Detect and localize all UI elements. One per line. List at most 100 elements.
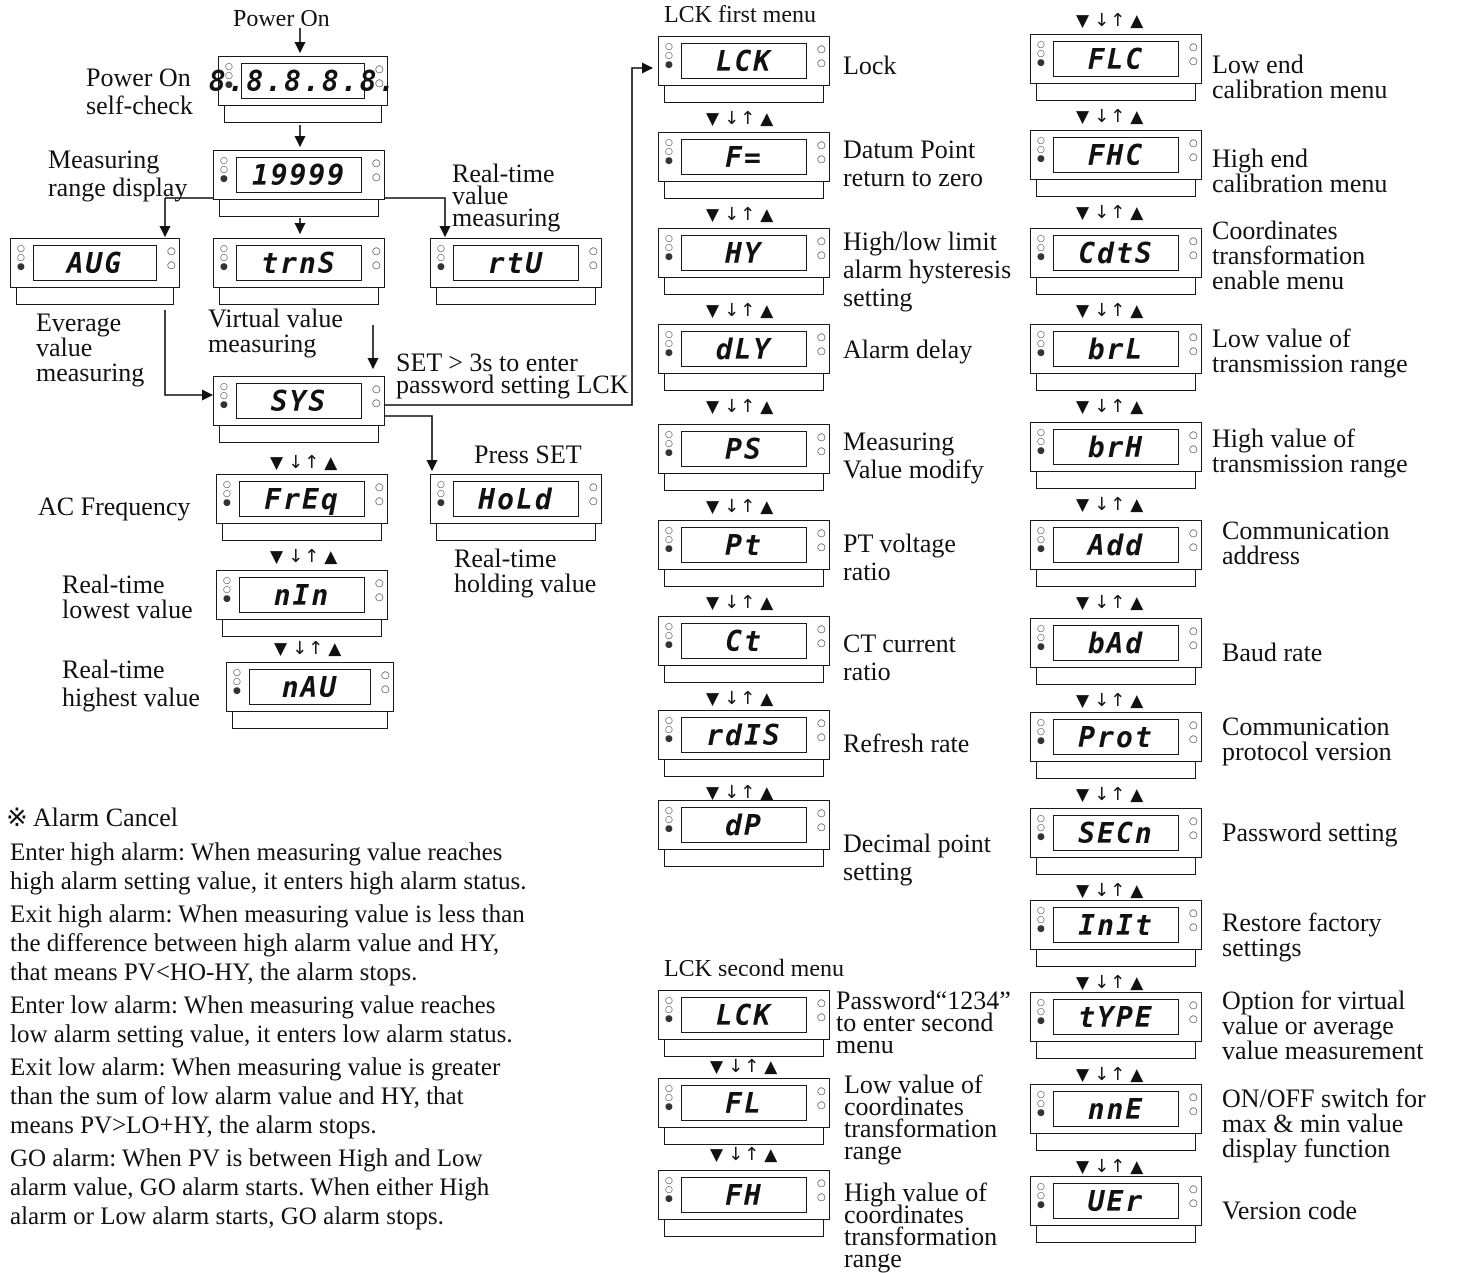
down-arrow-icon: ▼ [270,547,285,567]
menu-label-line: range [844,1244,902,1273]
display-bezel [664,850,824,867]
navigation-keys: ▼↓↑▲ [1076,972,1144,993]
down-arrow-icon: ▼ [1076,495,1091,515]
lcd-code: CdtS [1078,236,1154,270]
menu-label-line: to enter second [836,1008,994,1037]
display-unit: ○○● LCK ○○ [658,990,830,1058]
display-unit: ○○●bAd○○ [1030,618,1202,686]
alarm-note-paragraph: Enter high alarm: When measuring value r… [10,838,616,896]
lcd-code: trnS [261,246,337,280]
swap-arrow-icon: ↓↑ [1094,784,1127,805]
indicator-leds-left: ○○● [665,330,673,358]
indicator-leds-right: ○○ [817,998,826,1023]
navigation-keys: ▼↓↑▲ [1076,784,1144,805]
display-unit: ○○●rtU○○ [430,238,602,306]
display-bezel [16,288,174,305]
display-face: ○○●dP○○ [658,800,830,850]
swap-arrow-icon: ↓↑ [1094,494,1127,515]
lcd-code: nnE [1087,1092,1145,1126]
up-arrow-icon: ▲ [760,497,775,517]
menu-label-line: value measurement [1222,1036,1424,1065]
lcd-readout: Add [1053,527,1179,563]
menu-label-line: transformation [844,1114,998,1143]
menu-label-line: password setting LCK [396,370,629,399]
display-face: ○○●Prot○○ [1030,712,1202,762]
display-bezel [219,426,379,443]
menu-label: Baud rate [1222,640,1322,666]
swap-arrow-icon: ↓↑ [724,688,757,709]
lcd-code: nAU [281,670,339,704]
menu-label-line: Real-time [62,570,165,599]
lcd-readout: dP [681,807,807,843]
lcd-readout: nIn [239,577,365,613]
up-arrow-icon: ▲ [760,301,775,321]
indicator-leds-left: ○○● [665,996,673,1024]
display-face: ○○●AUG○○ [10,238,180,288]
display-unit: ○○●Ct○○ [658,616,830,684]
lcd-code: UEr [1087,1184,1145,1218]
display-face: ○○●nAU○○ [226,662,394,712]
display-face: ○○●brH○○ [1030,422,1202,472]
lcd-readout: LCK [681,997,807,1033]
down-arrow-icon: ▼ [706,689,721,709]
display-unit: ○○●FH○○ [658,1170,830,1238]
indicator-leds-right: ○○ [1189,1092,1198,1117]
menu-label-line: value [452,181,509,210]
swap-arrow-icon: ↓↑ [724,300,757,321]
display-bezel [232,712,388,729]
menu-label-line: range display [48,173,188,202]
indicator-leds-left: ○○● [220,244,228,272]
display-bezel [436,524,596,541]
indicator-leds-left: ○○● [1037,1090,1045,1118]
indicator-leds-left: ○○● [1037,136,1045,164]
display-bezel [664,1128,824,1145]
swap-arrow-icon: ↓↑ [724,496,757,517]
lcd-readout: HoLd [453,481,579,517]
lcd-readout: 8.8.8.8.8. [209,63,395,99]
down-arrow-icon: ▼ [706,783,721,803]
lcd-code: FHC [1087,138,1145,172]
menu-label-line: Real-time [454,544,557,573]
menu-label-line: ratio [843,657,891,686]
lcd-code: AUG [66,246,124,280]
display-unit: ○○●HY○○ [658,228,830,296]
up-arrow-icon: ▲ [1130,973,1145,993]
menu-label-line: Value modify [843,455,984,484]
navigation-keys: ▼↓↑▲ [1076,106,1144,127]
swap-arrow-icon: ↓↑ [1094,1156,1127,1177]
lcd-readout: UEr [1053,1183,1179,1219]
display-unit: ○○●UEr○○ [1030,1176,1202,1244]
lcd-readout: nAU [249,669,371,705]
indicator-leds-left: ○○● [1037,814,1045,842]
lcd-code: 8.8.8.8.8. [208,64,398,98]
swap-arrow-icon: ↓↑ [1094,300,1127,321]
down-arrow-icon: ▼ [1076,301,1091,321]
lcd-readout: FHC [1053,137,1179,173]
display-bezel [1036,278,1196,295]
menu-label-line: CT current [843,629,956,658]
swap-arrow-icon: ↓↑ [1094,10,1127,31]
swap-arrow-icon: ↓↑ [1094,202,1127,223]
menu-label-line: enable menu [1212,266,1345,295]
menu-label-line: settings [1222,933,1302,962]
display-face: ○○●tYPE○○ [1030,992,1202,1042]
swap-arrow-icon: ↓↑ [1094,880,1127,901]
menu-label-line: setting [843,857,913,886]
display-unit: ○○●rdIS○○ [658,710,830,778]
indicator-leds-left: ○○● [1037,624,1045,652]
display-unit: ○○●Prot○○ [1030,712,1202,780]
display-face: ○○●CdtS○○ [1030,228,1202,278]
swap-arrow-icon: ↓↑ [724,592,757,613]
navigation-keys: ▼↓↑▲ [1076,1156,1144,1177]
display-bezel [1036,668,1196,685]
menu-label-line: coordinates [844,1092,964,1121]
display-unit: ○○●CdtS○○ [1030,228,1202,296]
display-face: ○○●bAd○○ [1030,618,1202,668]
down-arrow-icon: ▼ [706,593,721,613]
